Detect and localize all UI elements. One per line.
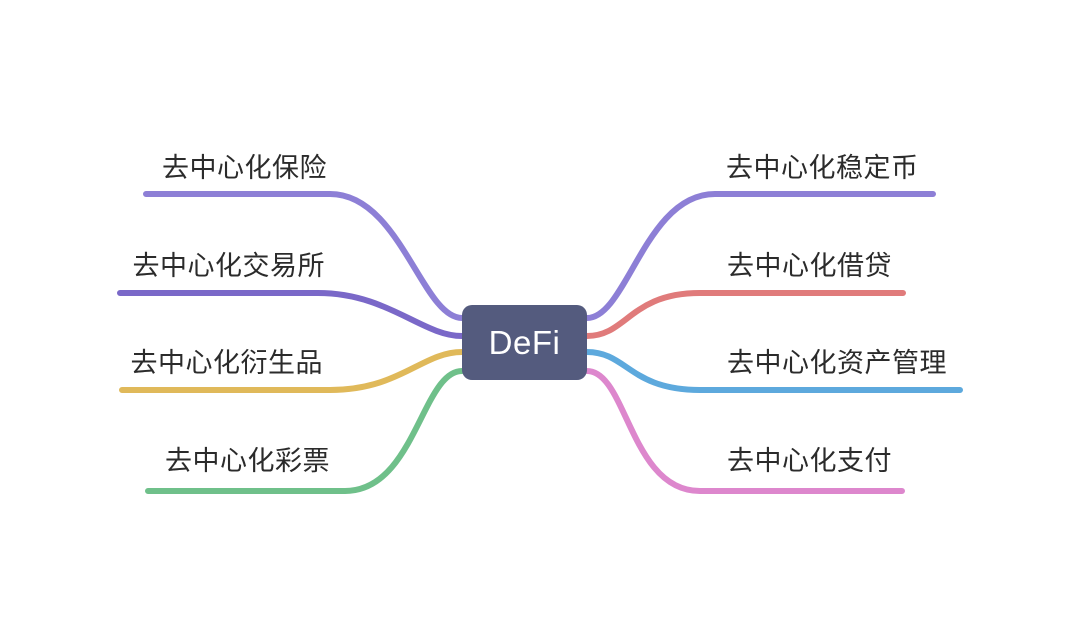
branch-connector-right-1 [584,290,906,339]
branch-label-left-2[interactable]: 去中心化衍生品 [130,348,323,378]
branch-label-right-1[interactable]: 去中心化借贷 [727,251,892,281]
branch-connector-right-0 [584,191,936,321]
center-node-label: DeFi [488,324,561,361]
branch-connector-left-2 [119,349,465,393]
branch-label-right-3[interactable]: 去中心化支付 [727,446,892,476]
branch-connector-left-3 [145,368,465,494]
branch-label-left-1[interactable]: 去中心化交易所 [132,251,325,281]
branch-connector-right-2 [584,349,963,393]
branch-label-left-3[interactable]: 去中心化彩票 [165,446,330,476]
branch-label-right-2[interactable]: 去中心化资产管理 [727,348,947,378]
branch-connector-left-1 [117,290,465,339]
branch-connector-right-3 [584,368,905,494]
branch-connector-left-0 [143,191,465,321]
branch-label-right-0[interactable]: 去中心化稳定币 [726,153,919,183]
center-node[interactable]: DeFi [462,305,587,380]
branch-label-left-0[interactable]: 去中心化保险 [162,153,327,183]
